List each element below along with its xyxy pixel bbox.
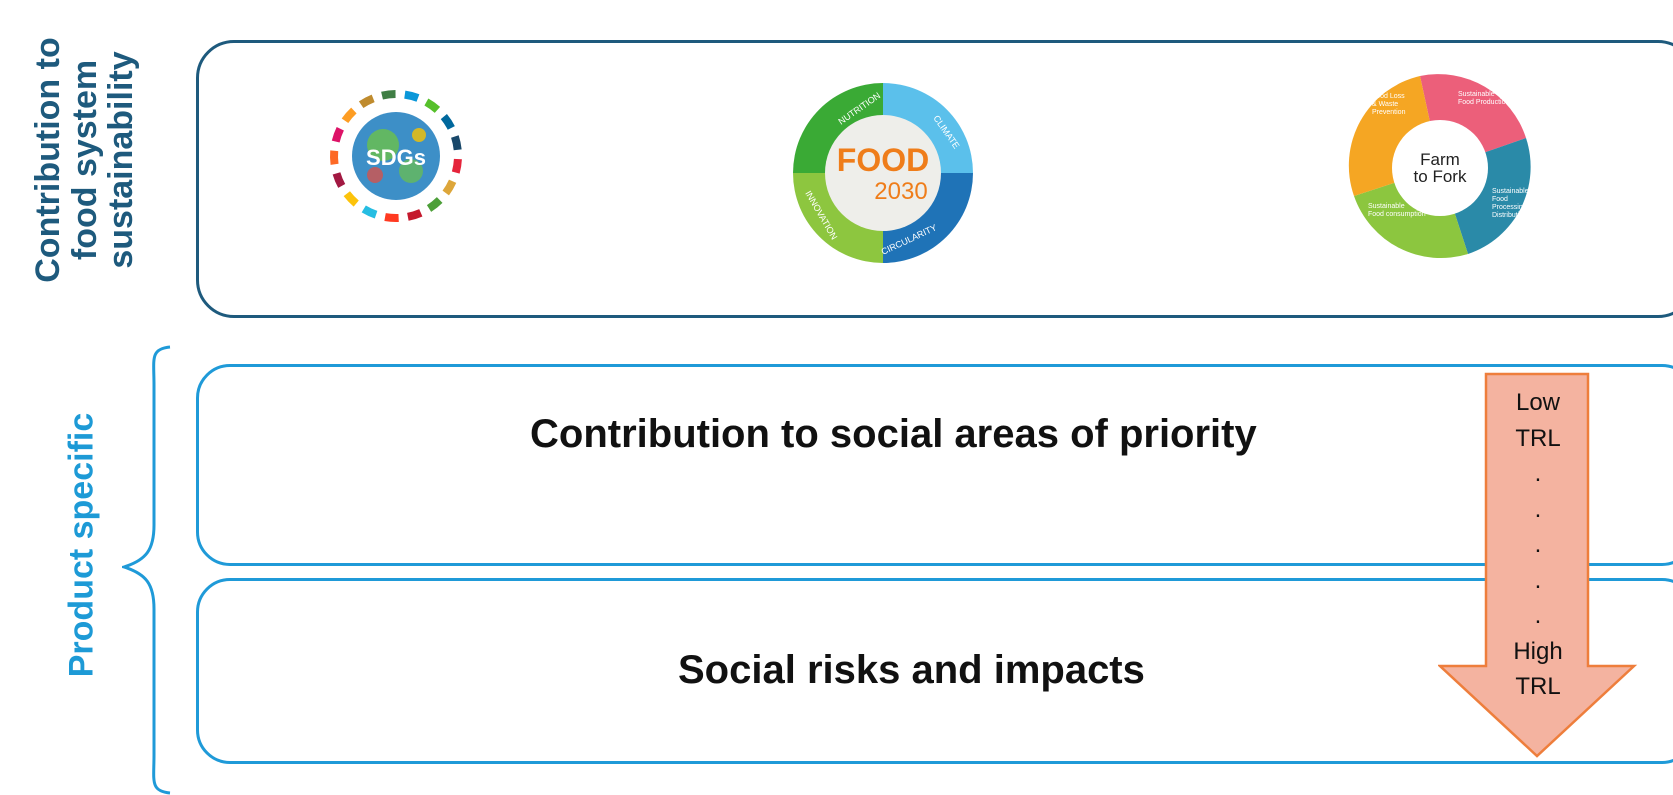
sdg-ring-segment [341,107,357,124]
f2f-consumption-l1: Sustainable [1368,203,1405,210]
f2f-processing-l4: Distribution [1492,212,1527,219]
f2f-processing-l1: Sustainable [1492,188,1529,195]
trl-line: . [1534,602,1542,629]
sdg-ring-segment [451,135,462,151]
f2f-processing-l3: Processing & [1492,204,1534,211]
sdg-ring-segment [358,94,375,109]
sdg-ring-segment [330,150,339,165]
f2f-loss-l1: Food Loss [1372,93,1405,100]
f2f-production-l1: Sustainable [1458,91,1495,98]
f2f-loss-l3: Prevention [1372,109,1406,116]
trl-line: . [1534,531,1542,558]
sdg-ring-segment [381,90,396,100]
farm-to-fork-logo: Farm to Fork Sustainable Food Production… [1348,74,1534,259]
sdg-ring-segment [332,172,346,188]
trl-line: Low [1515,389,1561,416]
trl-line: . [1534,495,1542,523]
f2f-center-line2: to Fork [1414,167,1467,186]
trl-line: TRL [1515,424,1561,452]
food-2030-logo: FOOD 2030 NUTRITION CLIMATE CIRCULARITY … [793,83,973,263]
trl-line: TRL [1515,673,1561,700]
f2f-consumption-l2: Food consumption [1368,211,1426,218]
f2f-processing-l2: Food [1492,196,1508,203]
product-specific-label: Product specific [62,412,101,678]
trl-line: . [1534,460,1542,487]
social-priority-box [196,364,1673,566]
sdg-ring-segment [426,197,443,212]
sdg-ring-segment [440,114,455,130]
curly-brace [122,345,171,795]
trl-line: . [1534,566,1542,594]
f2f-center-line1: Farm [1420,150,1460,169]
f2f-production-l2: Food Production [1458,99,1509,106]
sdg-ring-segment [361,205,378,219]
food-word: FOOD [837,142,929,178]
sdg-ring-segment [404,90,420,102]
sdg-ring-segment [442,179,457,196]
sdg-ring-segment [424,98,441,113]
food-year: 2030 [874,178,927,205]
sdg-wheel-logo: SDGs [330,90,462,222]
sdg-ring-segment [406,209,423,221]
social-risks-title: Social risks and impacts [678,648,1145,692]
trl-arrow-label: Low TRL . . . . . High TRL [1478,385,1598,705]
sdg-ring-segment [451,158,462,174]
social-risks-box [196,578,1673,764]
sdg-logo-text: SDGs [366,145,426,170]
f2f-loss-l2: & Waste [1372,101,1398,108]
sdg-ring-segment [384,213,399,222]
social-priority-title: Contribution to social areas of priority [530,412,1257,456]
sdg-ring-segment [343,191,359,207]
trl-line: High [1513,637,1563,665]
sdg-ring-segment [331,127,344,143]
trl-down-arrow [1438,372,1638,758]
food-system-sustainability-label: Contribution to food system sustainabili… [28,37,141,283]
